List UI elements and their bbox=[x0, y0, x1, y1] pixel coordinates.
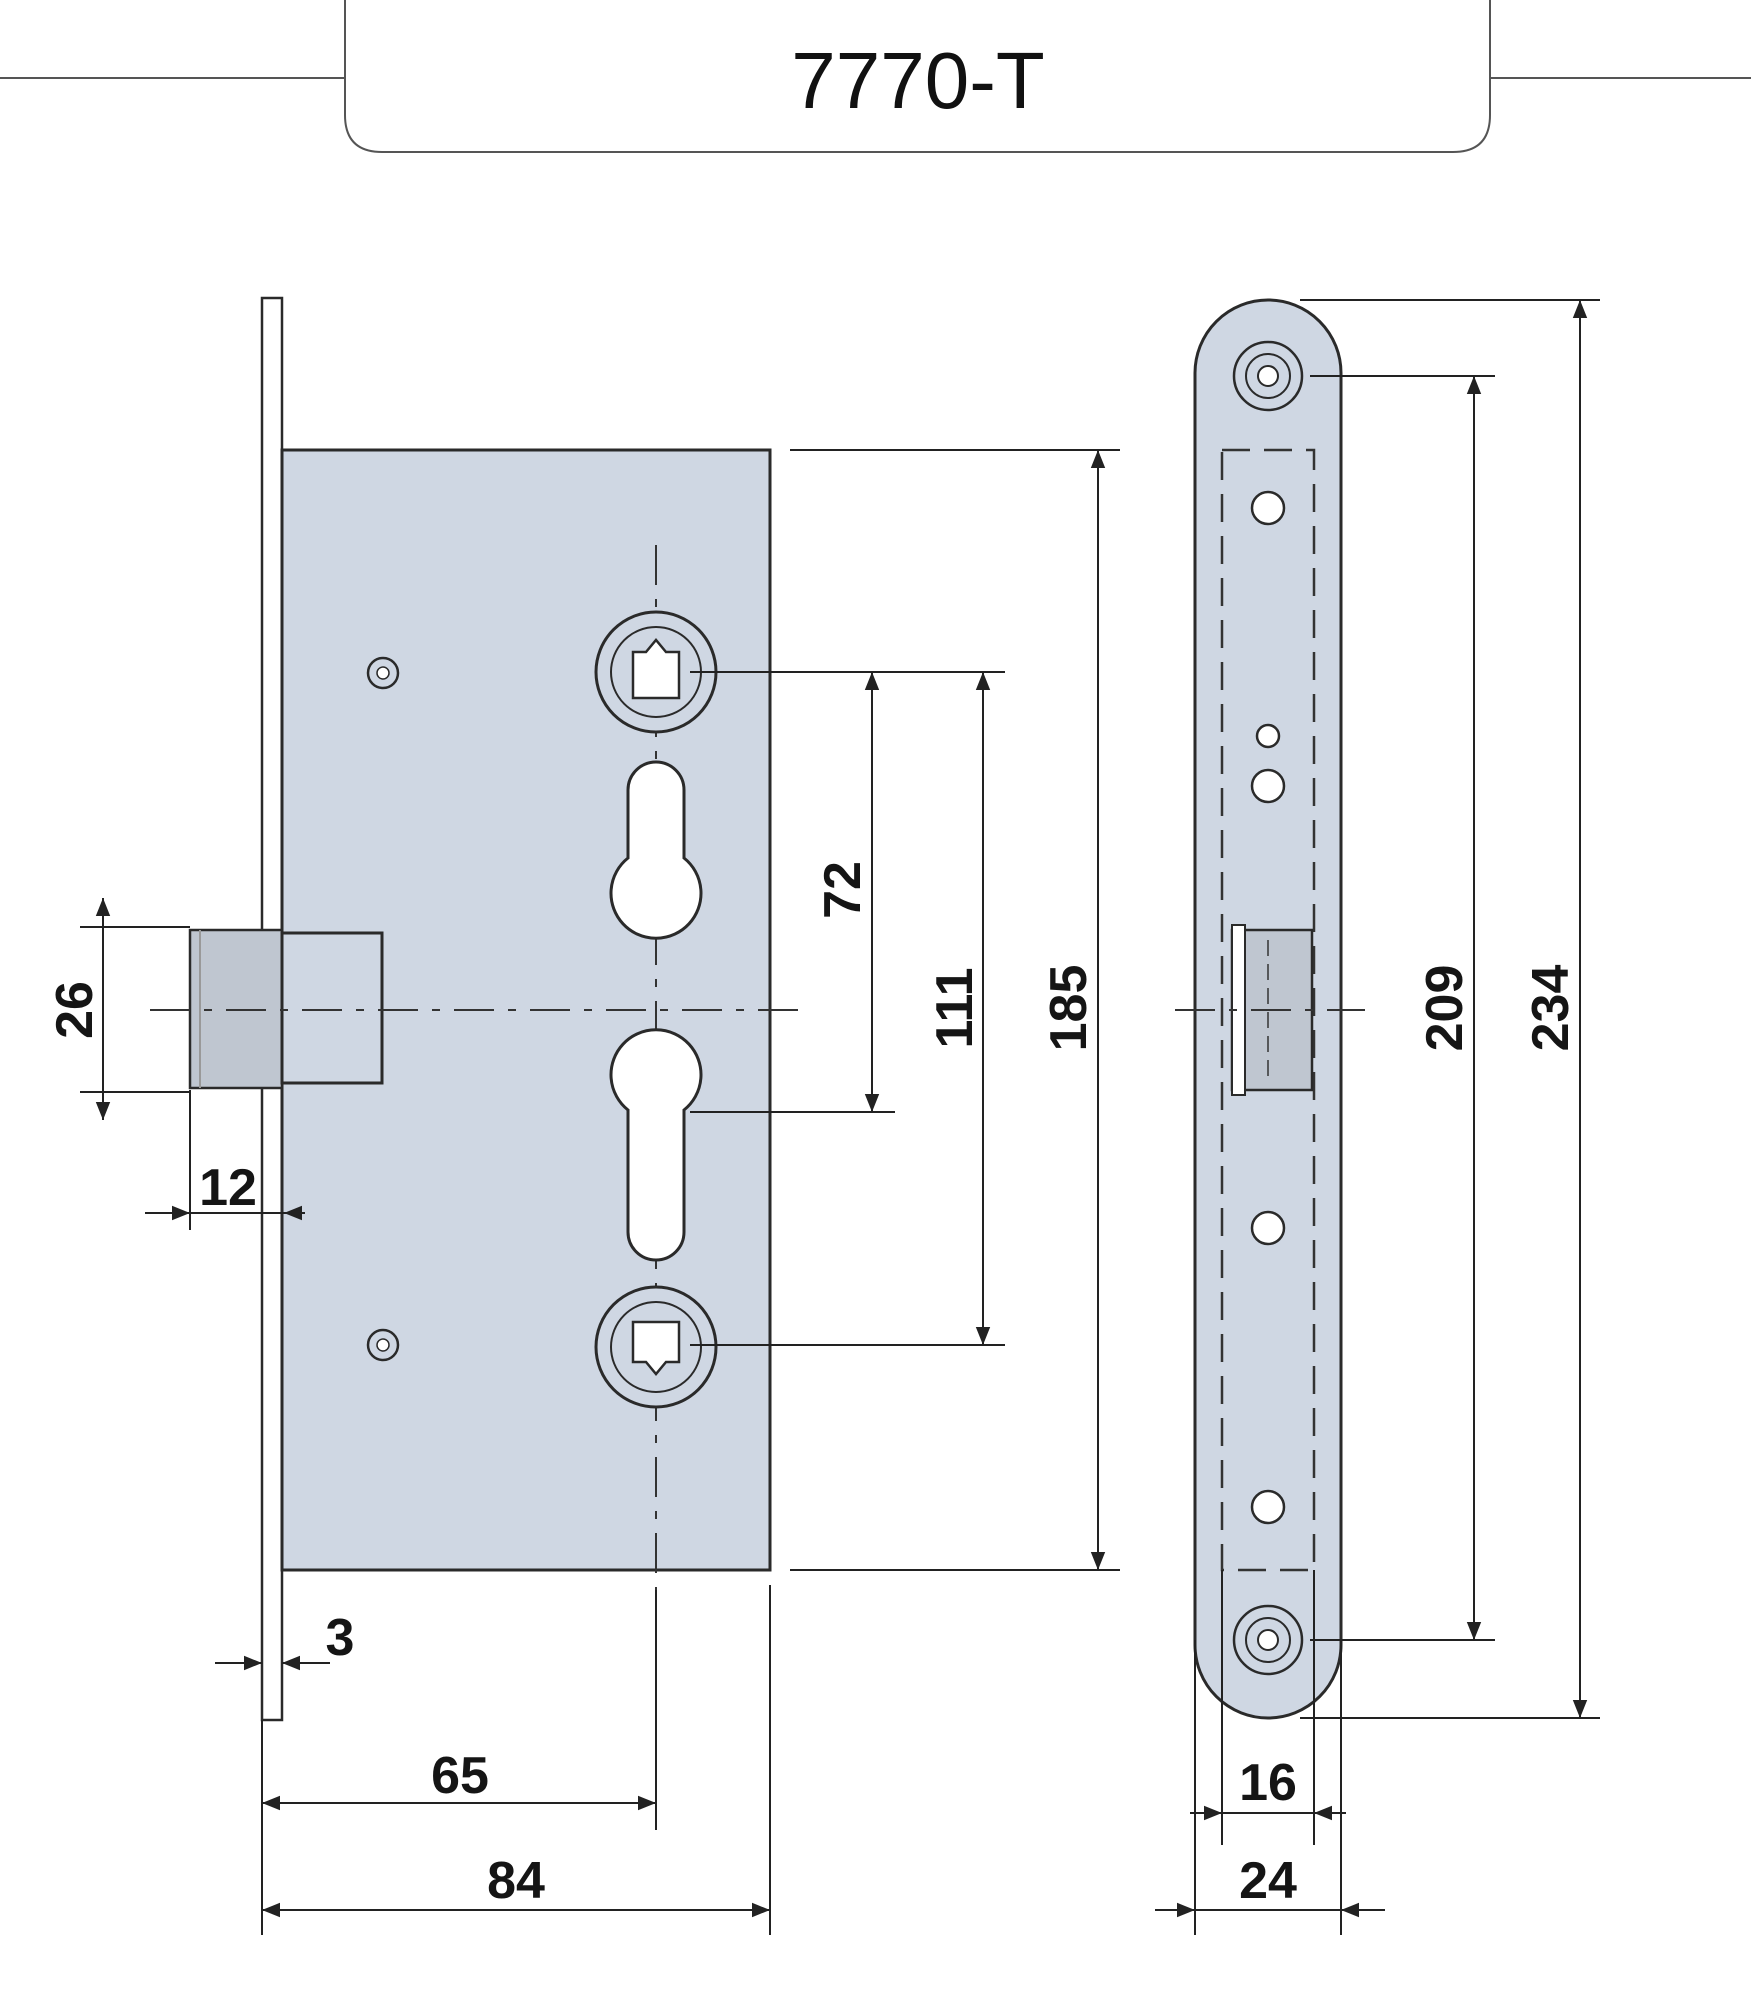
dim-spindle-to-cylinder: 72 bbox=[814, 861, 872, 919]
title-banner: 7770-T bbox=[0, 0, 1751, 153]
upper-cylinder-hole bbox=[609, 760, 703, 940]
dim-case-depth: 84 bbox=[487, 1852, 545, 1910]
latch-bevel bbox=[1231, 924, 1246, 1096]
front-view-dimensions bbox=[1155, 299, 1600, 1935]
dim-latch-projection: 12 bbox=[199, 1159, 257, 1217]
faceplate-hole bbox=[1250, 768, 1286, 804]
dim-latch-height: 26 bbox=[46, 981, 104, 1039]
latch-inner bbox=[280, 931, 384, 1085]
case-screw-bottom bbox=[366, 1328, 400, 1362]
dim-case-height: 185 bbox=[1040, 965, 1098, 1052]
side-view-dimensions bbox=[80, 449, 1120, 1935]
faceplate-screw-top bbox=[1232, 340, 1304, 412]
faceplate-front-view bbox=[1175, 298, 1365, 1720]
euro-cylinder-hole bbox=[609, 1028, 703, 1262]
case-outline-hidden bbox=[1220, 448, 1316, 1572]
dim-faceplate-thickness: 3 bbox=[326, 1609, 355, 1667]
product-title: 7770-T bbox=[791, 36, 1044, 125]
lock-case-view bbox=[150, 296, 810, 1722]
dim-backset: 65 bbox=[431, 1747, 489, 1805]
lower-follower bbox=[594, 1285, 718, 1409]
case-screw-top bbox=[366, 656, 400, 690]
dim-faceplate-inner-width: 16 bbox=[1239, 1754, 1297, 1812]
front-view-dimension-labels: 209 234 16 24 bbox=[1239, 965, 1580, 1910]
faceplate-hole bbox=[1250, 1489, 1286, 1525]
faceplate-hole bbox=[1255, 723, 1281, 749]
dim-faceplate-length: 234 bbox=[1522, 965, 1580, 1052]
side-view-dimension-labels: 26 12 3 65 84 72 111 185 bbox=[46, 861, 1098, 1910]
faceplate-hole bbox=[1250, 490, 1286, 526]
faceplate-screw-bottom bbox=[1232, 1604, 1304, 1676]
dim-faceplate-width: 24 bbox=[1239, 1852, 1297, 1910]
dim-faceplate-fixing-distance: 209 bbox=[1416, 965, 1474, 1052]
dim-spindle-to-lower-follower: 111 bbox=[926, 967, 984, 1048]
faceplate-hole bbox=[1250, 1210, 1286, 1246]
